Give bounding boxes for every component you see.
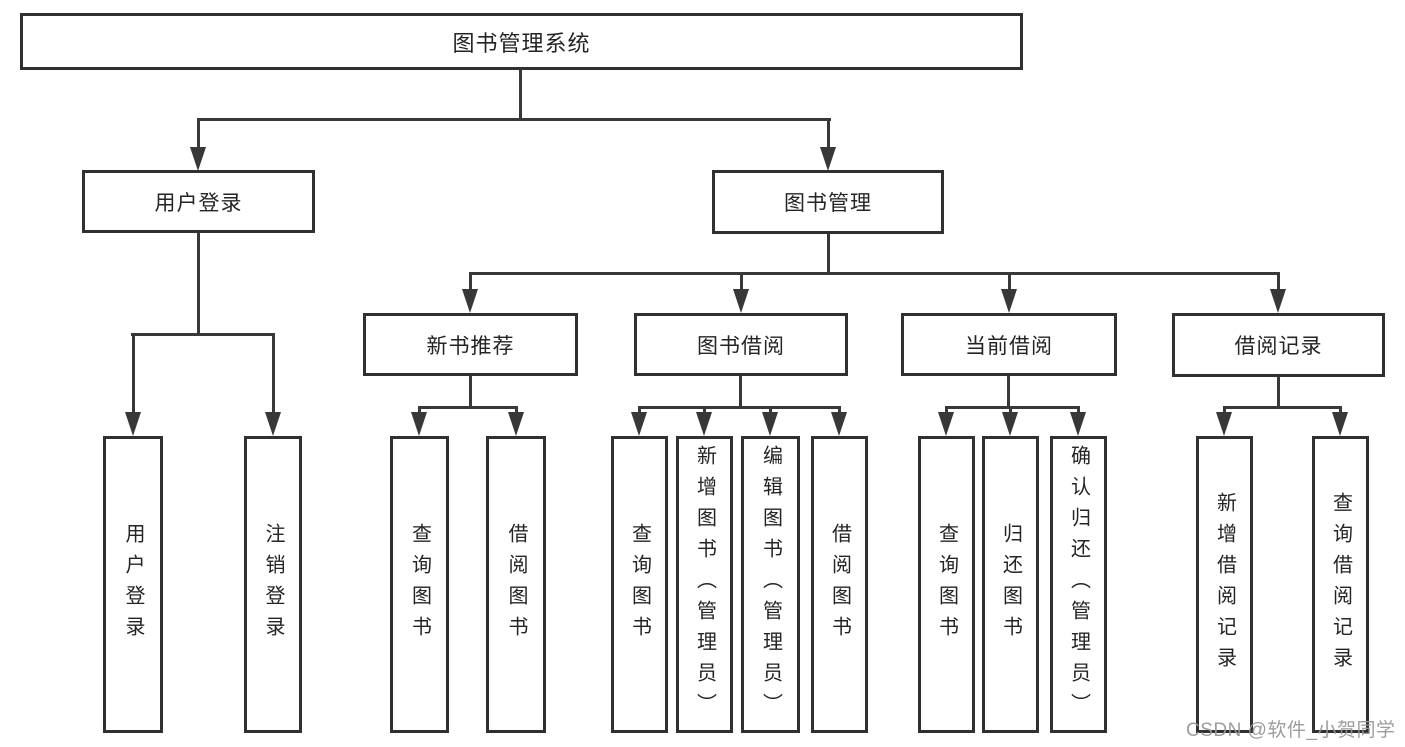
leaf-logout-label: 注销登录	[262, 522, 284, 647]
connector-line	[1277, 377, 1280, 406]
connector-arrow	[411, 406, 427, 436]
connector-line	[638, 406, 841, 409]
connector-arrow	[125, 333, 141, 436]
node-library-system-label: 图书管理系统	[452, 30, 591, 56]
leaf-query-borrow-record: 查询借阅记录	[1312, 436, 1369, 733]
connector-arrow	[265, 333, 281, 436]
watermark: CSDN @软件_小贺同学	[1186, 720, 1396, 741]
connector-line	[469, 376, 472, 406]
connector-line	[197, 233, 200, 333]
leaf-edit-book-admin: 编辑图书（管理员）	[741, 436, 800, 733]
connector-arrow	[1001, 272, 1017, 313]
connector-line	[197, 118, 831, 121]
node-current-borrowing-label: 当前借阅	[965, 334, 1053, 358]
leaf-confirm-return-admin-label: 确认归还（管理员）	[1067, 445, 1090, 724]
connector-line	[739, 376, 742, 406]
leaf-edit-book-admin-label: 编辑图书（管理员）	[759, 445, 782, 724]
node-borrowing-records-label: 借阅记录	[1234, 335, 1323, 358]
leaf-query-books-borrowing: 查询图书	[611, 436, 668, 733]
leaf-add-borrow-record-label: 新增借阅记录	[1213, 491, 1236, 678]
connector-arrow	[462, 272, 478, 313]
connector-line	[945, 406, 1080, 409]
leaf-add-book-admin-label: 新增图书（管理员）	[693, 445, 716, 724]
node-user-login-label: 用户登录	[154, 191, 243, 215]
node-book-borrowing: 图书借阅	[634, 313, 848, 376]
connector-line	[418, 406, 517, 409]
connector-arrow	[733, 272, 749, 313]
node-book-borrowing-label: 图书借阅	[697, 334, 785, 358]
connector-line	[827, 234, 830, 272]
connector-arrow	[508, 406, 524, 436]
node-new-book-recommend-label: 新书推荐	[426, 334, 515, 358]
leaf-borrow-books-recommend: 借阅图书	[486, 436, 546, 733]
connector-line	[1007, 376, 1010, 406]
connector-arrow	[1270, 272, 1286, 313]
leaf-confirm-return-admin: 确认归还（管理员）	[1050, 436, 1107, 733]
connector-line	[519, 69, 522, 118]
leaf-logout: 注销登录	[244, 436, 302, 733]
connector-arrow	[631, 406, 647, 436]
leaf-user-login-label: 用户登录	[122, 522, 144, 647]
leaf-return-books: 归还图书	[982, 436, 1039, 733]
connector-line	[469, 272, 1280, 275]
node-borrowing-records: 借阅记录	[1172, 313, 1385, 377]
connector-arrow	[938, 406, 954, 436]
leaf-query-borrow-record-label: 查询借阅记录	[1329, 491, 1352, 678]
leaf-borrow-books-recommend-label: 借阅图书	[505, 522, 527, 647]
leaf-borrow-books-borrowing: 借阅图书	[811, 436, 868, 733]
node-book-management-label: 图书管理	[784, 192, 872, 215]
connector-line	[1223, 406, 1342, 409]
node-book-management: 图书管理	[712, 170, 944, 234]
leaf-query-books-current: 查询图书	[918, 436, 975, 733]
leaf-return-books-label: 归还图书	[999, 522, 1022, 647]
leaf-borrow-books-borrowing-label: 借阅图书	[828, 522, 851, 647]
connector-line	[131, 333, 274, 336]
connector-arrow	[762, 406, 778, 436]
connector-arrow	[1070, 406, 1086, 436]
connector-arrow	[831, 406, 847, 436]
node-user-login: 用户登录	[82, 170, 315, 233]
leaf-query-books-current-label: 查询图书	[935, 522, 958, 647]
leaf-query-books-recommend-label: 查询图书	[408, 522, 431, 647]
connector-arrow	[696, 406, 712, 436]
leaf-query-books-borrowing-label: 查询图书	[628, 522, 651, 647]
connector-arrow	[1332, 406, 1348, 436]
leaf-add-book-admin: 新增图书（管理员）	[676, 436, 733, 733]
node-new-book-recommend: 新书推荐	[363, 313, 578, 376]
node-current-borrowing: 当前借阅	[901, 313, 1117, 376]
node-library-system: 图书管理系统	[20, 13, 1023, 70]
leaf-query-books-recommend: 查询图书	[390, 436, 449, 733]
connector-arrow	[190, 118, 206, 171]
leaf-add-borrow-record: 新增借阅记录	[1196, 436, 1253, 733]
connector-arrow	[820, 118, 836, 171]
connector-arrow	[1002, 406, 1018, 436]
connector-arrow	[1216, 406, 1232, 436]
leaf-user-login: 用户登录	[103, 436, 163, 733]
